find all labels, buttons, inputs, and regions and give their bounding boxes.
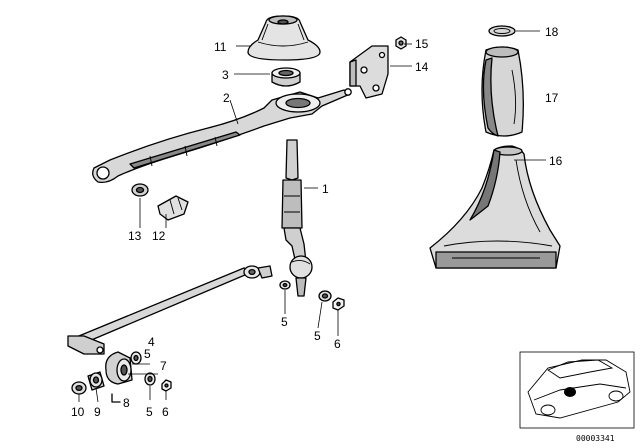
callout-7: 7 [160,359,167,373]
part-4-selector-rod [67,265,273,355]
part-12-retaining-clip [157,195,189,221]
callout-17: 17 [545,91,559,105]
callout-3: 3 [222,68,229,82]
part-15-nut [395,36,407,50]
callout-16: 16 [549,154,563,168]
part-13-grommet [131,183,149,197]
callout-15: 15 [415,37,429,51]
part-7-joint-bushing [105,351,133,385]
location-marker-icon [564,387,576,397]
callout-11: 11 [214,40,227,54]
callout-5b: 5 [314,329,321,343]
callout-12: 12 [152,229,166,243]
part-1-gear-lever [281,139,313,297]
callout-labels: 11 3 2 1 13 12 14 15 18 17 16 5 5 6 4 5 … [71,25,563,419]
part-11-rubber-boot [247,15,321,61]
callout-5d: 5 [146,405,153,419]
part-10-bush [71,381,87,395]
callout-10: 10 [71,405,85,419]
part-3-bushing-ring [271,67,301,87]
part-18-knob-emblem [488,25,516,37]
part-9-bushing [87,371,105,391]
part-8-lock-pin [111,393,121,403]
part-17-shift-knob [481,46,524,137]
part-6-circlip [161,297,345,392]
callout-6a: 6 [334,337,341,351]
leader-lines [78,30,546,403]
callout-6b: 6 [162,405,169,419]
callout-8: 8 [123,396,130,410]
callout-2: 2 [223,91,230,105]
callout-13: 13 [128,229,142,243]
callout-9: 9 [94,405,101,419]
part-16-shift-boot [429,145,561,269]
callout-5a: 5 [281,315,288,329]
part-14-bracket [349,45,389,99]
car-location-inset [519,351,635,429]
callout-1: 1 [322,182,329,196]
catalog-number: 00003341 [576,434,615,443]
callout-18: 18 [545,25,559,39]
part-2-bearing-arm [92,88,352,184]
callout-14: 14 [415,60,429,74]
part-5-washer [130,280,332,386]
callout-4: 4 [148,335,155,349]
callout-5c: 5 [144,347,151,361]
